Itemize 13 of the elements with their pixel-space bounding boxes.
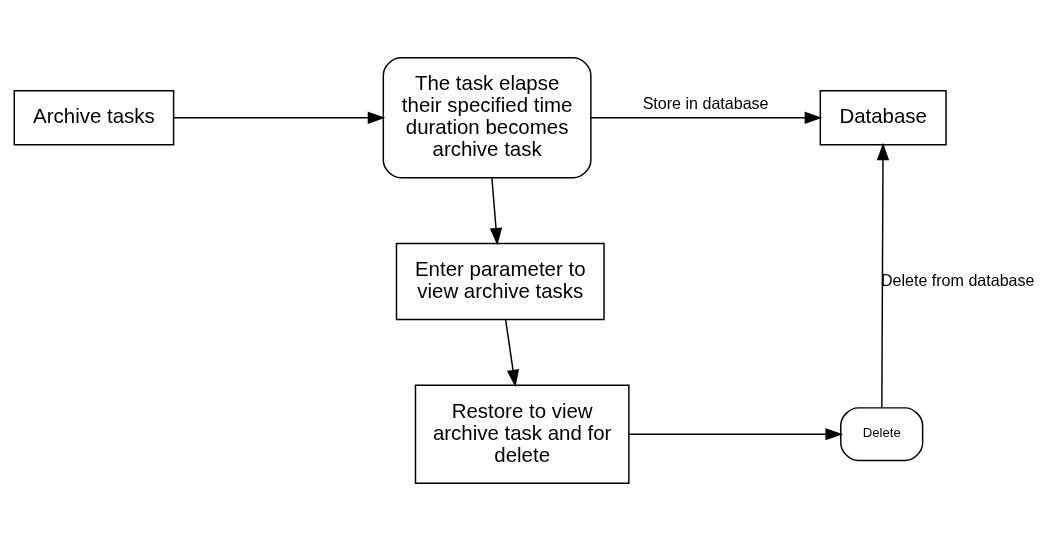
node-box: The task elapse their specified time duration becomes archive task [382,56,592,178]
node-box: Enter parameter to view archive tasks [395,242,605,320]
arrow [628,427,843,440]
node-box: Database [819,89,947,146]
node-box: Archive tasks [13,89,175,146]
arrow [173,111,386,124]
edge-label: Store in database [642,93,769,112]
node-box: Restore to view archive task and for delete [414,384,630,484]
arrow [876,142,890,408]
node-box: Delete [840,406,924,461]
arrow [504,318,520,387]
arrow [489,176,503,245]
arrow [590,111,823,124]
